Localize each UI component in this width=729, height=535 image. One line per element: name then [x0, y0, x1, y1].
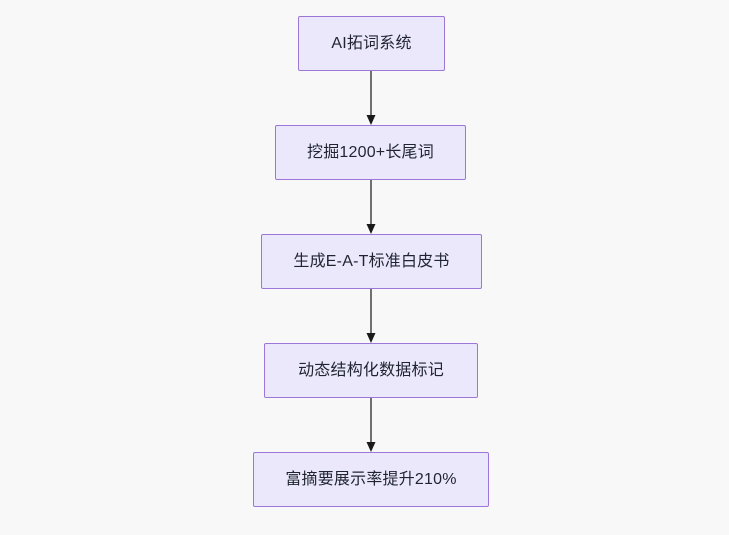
flow-node-label: 动态结构化数据标记 [298, 361, 444, 379]
flow-node-generate-eat-whitepaper[interactable]: 生成E-A-T标准白皮书 [261, 234, 482, 289]
flow-node-ai-keyword-system[interactable]: AI拓词系统 [298, 16, 445, 71]
flow-node-rich-snippet-impression-lift[interactable]: 富摘要展示率提升210% [253, 452, 489, 507]
flow-node-mine-longtail-keywords[interactable]: 挖掘1200+长尾词 [275, 125, 466, 180]
flow-node-label: 富摘要展示率提升210% [285, 470, 457, 488]
flow-node-dynamic-structured-data-markup[interactable]: 动态结构化数据标记 [264, 343, 478, 398]
flow-node-label: 生成E-A-T标准白皮书 [293, 252, 450, 270]
flow-node-label: 挖掘1200+长尾词 [307, 143, 434, 161]
flow-node-label: AI拓词系统 [331, 34, 412, 52]
